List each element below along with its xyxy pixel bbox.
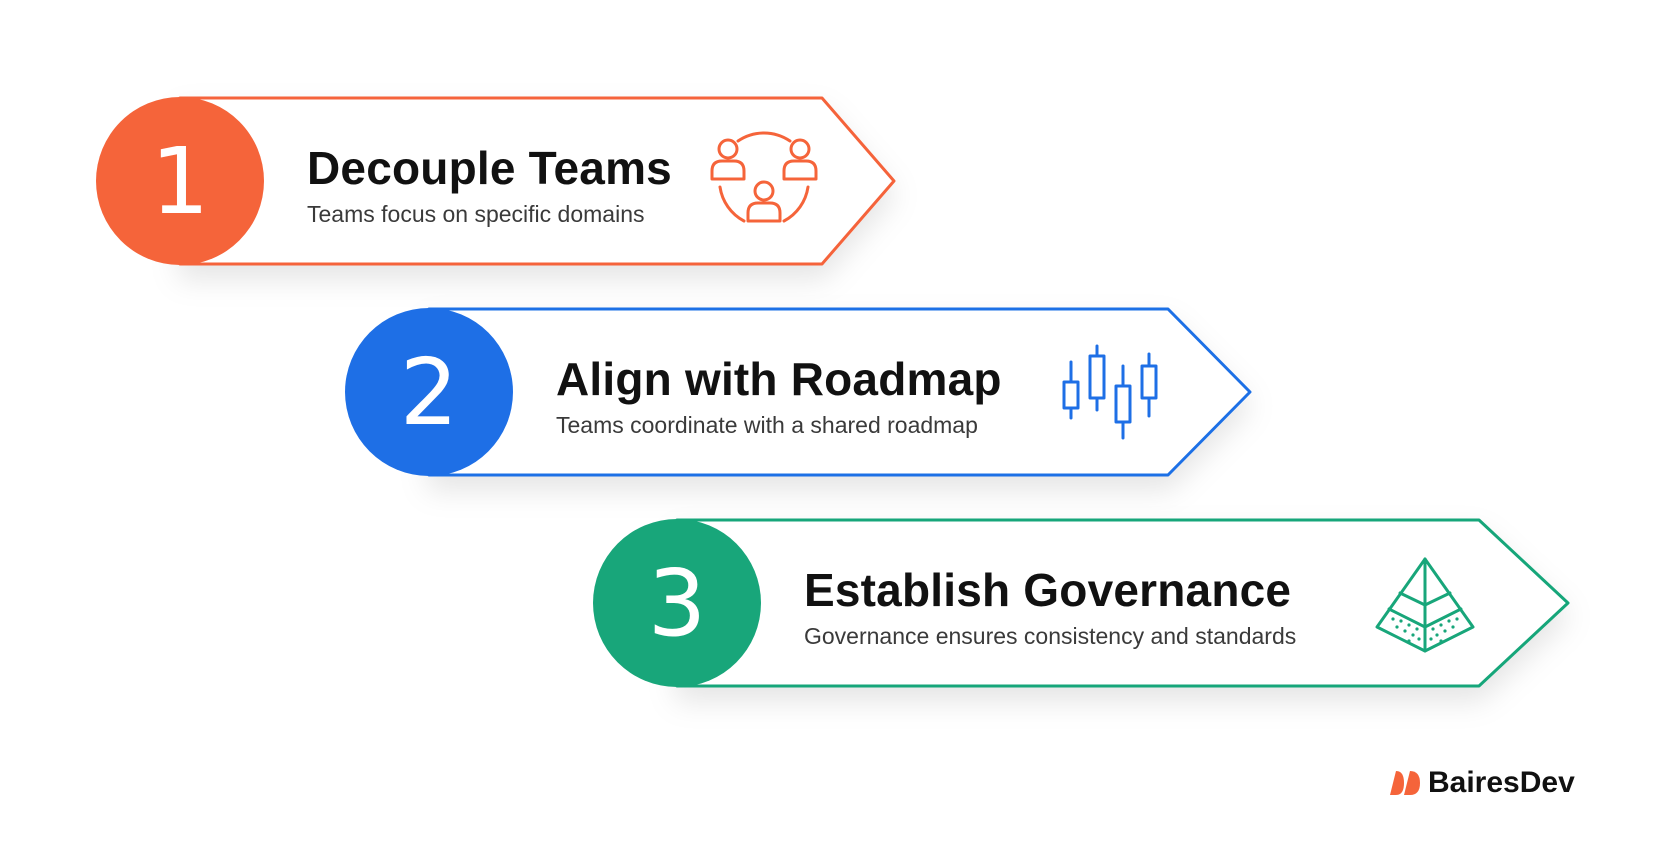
step-2-subtitle: Teams coordinate with a shared roadmap: [556, 412, 978, 438]
step-3-title: Establish Governance: [804, 564, 1292, 616]
step-3-subtitle: Governance ensures consistency and stand…: [804, 623, 1297, 649]
step-1-subtitle: Teams focus on specific domains: [307, 201, 645, 227]
step-2-number-badge: 2: [345, 308, 513, 476]
step-2: 2 Align with Roadmap Teams coordinate wi…: [345, 307, 1255, 478]
pyramid-icon: [1375, 557, 1475, 653]
step-1-number-badge: 1: [96, 97, 264, 265]
step-1-title: Decouple Teams: [307, 142, 672, 194]
step-1: 1 Decouple Teams Teams focus on specific…: [96, 96, 896, 267]
step-3-number-badge: 3: [593, 519, 761, 687]
step-3: 3 Establish Governance Governance ensure…: [593, 518, 1573, 689]
brand-name: BairesDev: [1428, 766, 1575, 799]
step-2-title: Align with Roadmap: [556, 353, 1002, 405]
team-circle-icon: [710, 131, 818, 223]
candlestick-chart-icon: [1062, 344, 1158, 440]
brand-logo: BairesDev: [1388, 766, 1575, 800]
bairesdev-logo-icon: [1390, 771, 1420, 795]
